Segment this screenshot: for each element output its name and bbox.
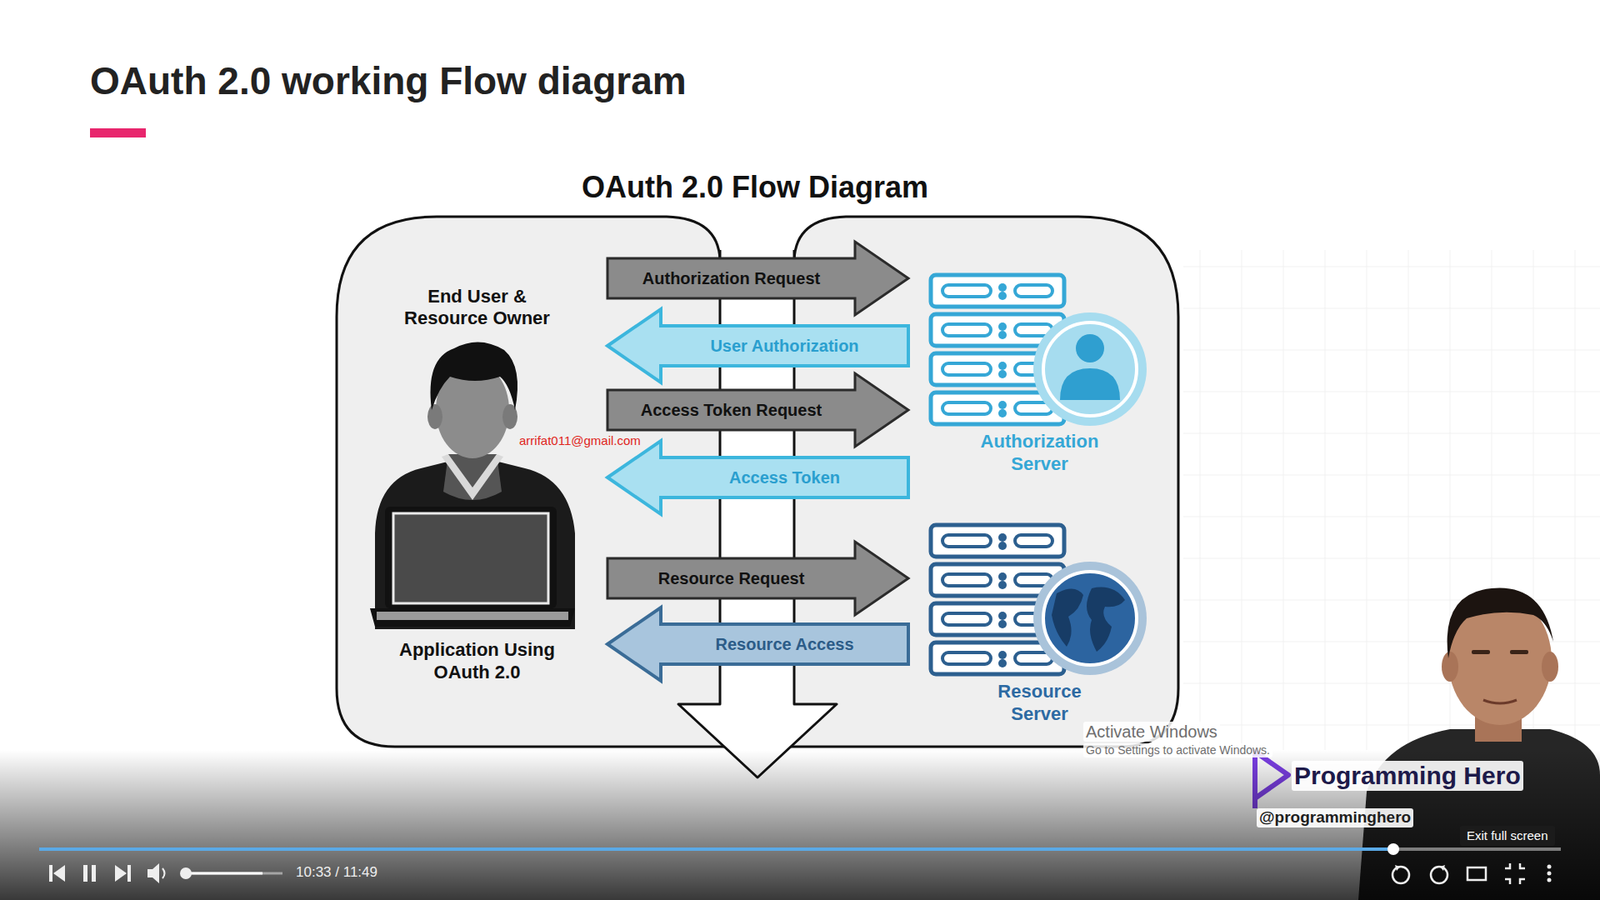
channel-logo: Programming Hero — [1291, 760, 1524, 791]
arrow-label: Resource Access — [715, 634, 854, 655]
email-watermark: arrifat011@gmail.com — [516, 433, 644, 449]
arrow-label: Authorization Request — [642, 268, 820, 289]
diagram-heading: OAuth 2.0 Flow Diagram — [581, 169, 929, 205]
user-illustration — [370, 341, 575, 630]
flow-arrow — [607, 541, 909, 615]
video-time: 10:33 / 11:49 — [295, 864, 378, 881]
title-accent-bar — [90, 128, 146, 138]
flow-arrow — [607, 241, 909, 315]
arrow-label: Access Token — [729, 467, 840, 488]
user-application: End User & Resource OwnerApplication Usi… — [367, 285, 587, 684]
slide-title: OAuth 2.0 working Flow diagram — [90, 58, 687, 104]
node-label: Application Using OAuth 2.0 — [387, 639, 567, 684]
arrow-label: Access Token Request — [640, 400, 823, 420]
node-label: End User & Resource Owner — [398, 285, 557, 330]
resource-server-icon — [930, 525, 1147, 675]
flow-arrow — [607, 440, 909, 515]
flow-arrow — [607, 373, 909, 447]
os-watermark: Activate Windows — [1083, 721, 1220, 742]
flow-arrow — [607, 309, 909, 383]
background-grid — [1183, 250, 1600, 750]
node-label: Authorization Server — [965, 430, 1115, 475]
arrow-label: Resource Request — [658, 568, 805, 589]
os-watermark: Go to Settings to activate Windows. — [1083, 743, 1273, 758]
authorization-server-icon — [930, 275, 1147, 426]
arrow-label: User Authorization — [710, 335, 859, 356]
tooltip: Exit full screen — [1460, 825, 1555, 846]
node-label: Resource Server — [985, 680, 1095, 725]
authorization-server: Authorization Server — [929, 270, 1150, 475]
channel-handle: @programminghero — [1256, 808, 1414, 828]
flow-arrow — [607, 607, 909, 681]
resource-server: Resource Server — [929, 520, 1150, 725]
player-controls — [39, 843, 1561, 885]
player-shade — [0, 750, 1600, 900]
